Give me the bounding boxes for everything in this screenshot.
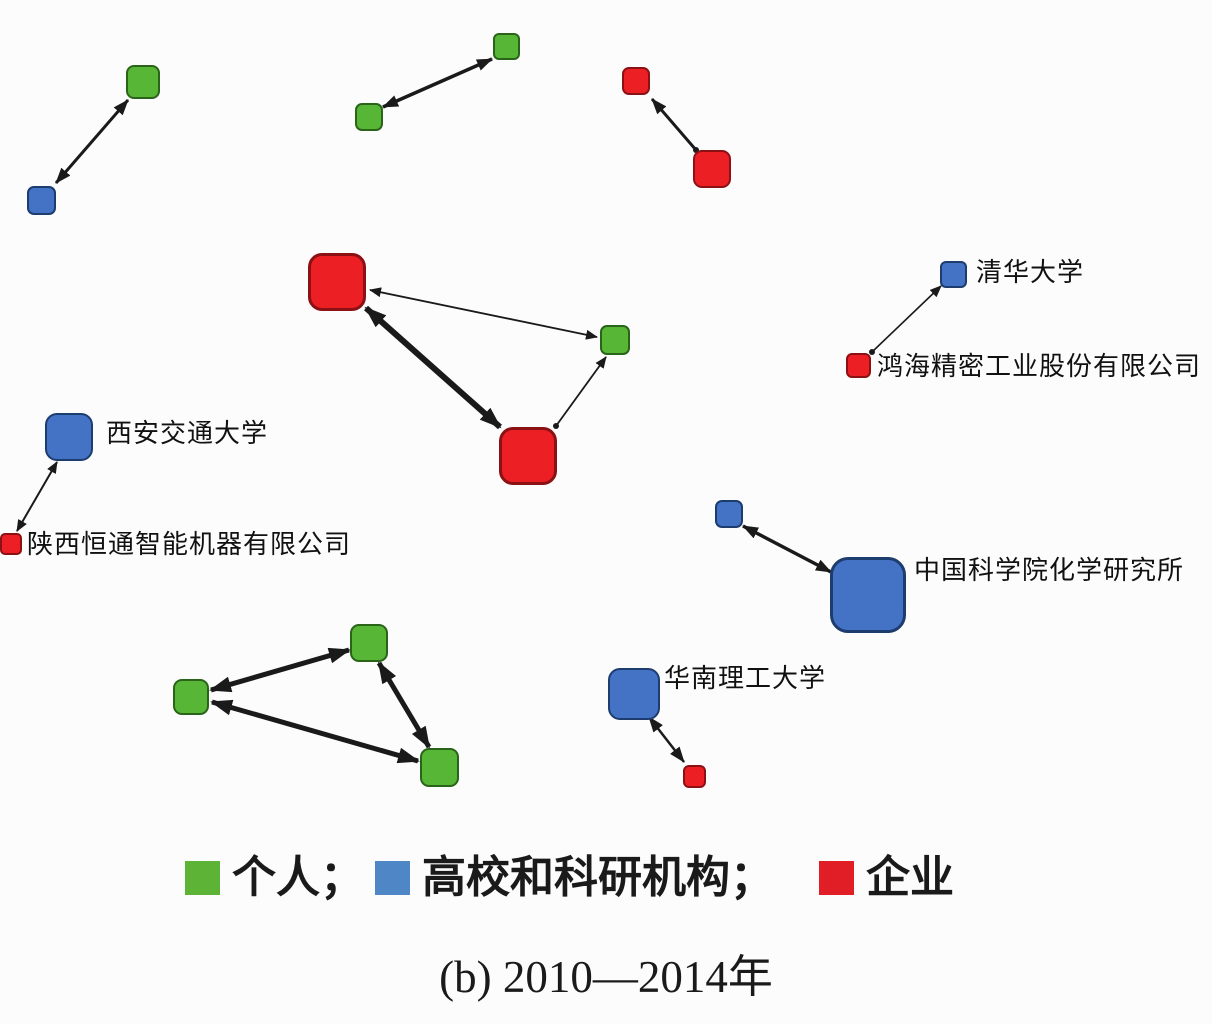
node-label-n15: 中国科学院化学研究所 <box>914 555 1185 585</box>
node-label-n12: 西安交通大学 <box>106 418 269 448</box>
node-n16-individual[interactable] <box>350 624 388 662</box>
university-swatch-icon <box>375 861 410 895</box>
edge-13 <box>648 716 685 763</box>
node-n2-university[interactable] <box>27 186 56 215</box>
node-n19-university[interactable] <box>608 668 660 720</box>
edge-8 <box>16 461 58 532</box>
figure-caption: (b) 2010—2014年 <box>439 952 773 1002</box>
edge-11 <box>376 661 432 749</box>
node-n13-enterprise[interactable] <box>0 533 22 555</box>
node-n1-individual[interactable] <box>126 65 160 99</box>
node-n17-individual[interactable] <box>173 679 209 715</box>
node-n3-individual[interactable] <box>493 33 520 60</box>
edge-2 <box>382 57 493 109</box>
edge-3 <box>650 98 699 153</box>
node-n12-university[interactable] <box>45 413 93 461</box>
node-label-n19: 华南理工大学 <box>664 663 827 693</box>
edge-7 <box>869 285 942 355</box>
node-n15-university[interactable] <box>830 557 906 633</box>
node-n7-enterprise[interactable] <box>308 253 366 311</box>
node-label-n11: 鸿海精密工业股份有限公司 <box>877 351 1202 381</box>
node-n11-enterprise[interactable] <box>846 353 871 378</box>
node-n9-enterprise[interactable] <box>499 427 557 485</box>
node-n6-enterprise[interactable] <box>693 150 731 188</box>
node-n14-university[interactable] <box>715 500 743 528</box>
edge-1 <box>54 99 130 184</box>
legend-label-enterprise: 企业 <box>866 853 954 902</box>
edge-5 <box>364 305 502 430</box>
node-n5-enterprise[interactable] <box>622 67 650 95</box>
node-n4-individual[interactable] <box>355 103 383 131</box>
individual-swatch-icon <box>185 861 220 895</box>
enterprise-swatch-icon <box>819 861 854 895</box>
node-n10-university[interactable] <box>940 261 967 288</box>
node-n18-individual[interactable] <box>420 748 459 787</box>
legend-item-individual: 个人； <box>185 856 364 900</box>
node-n8-individual[interactable] <box>600 325 630 355</box>
edge-4 <box>369 287 598 340</box>
edge-12 <box>210 699 420 764</box>
edge-9 <box>742 524 832 574</box>
legend-item-enterprise: 企业 <box>819 856 954 900</box>
node-label-n10: 清华大学 <box>976 257 1085 287</box>
legend-item-university: 高校和科研机构； <box>375 856 774 900</box>
legend-label-individual: 个人； <box>232 853 364 902</box>
node-label-n13: 陕西恒通智能机器有限公司 <box>27 529 352 559</box>
edge-6 <box>553 356 607 429</box>
legend-label-university: 高校和科研机构； <box>422 853 774 902</box>
edge-10 <box>209 647 351 693</box>
node-n20-enterprise[interactable] <box>683 765 706 788</box>
